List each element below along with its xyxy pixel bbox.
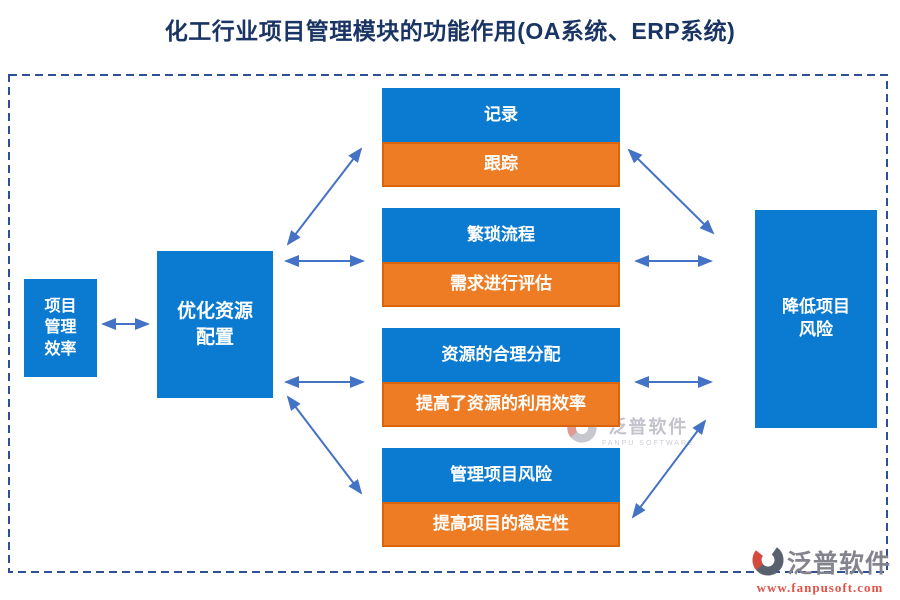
node-label: 优化资源 配置 [176, 300, 253, 348]
node-label: 提高项目的稳定性 [433, 514, 569, 534]
node-manage-project-risk: 管理项目风险 [382, 448, 620, 502]
node-label: 跟踪 [484, 154, 518, 174]
watermark-corner: 泛普软件 www.fanpusoft.com [744, 541, 896, 596]
node-optimize-resource-allocation: 优化资源 配置 [157, 251, 273, 398]
node-reduce-project-risk: 降低项目 风险 [755, 210, 877, 428]
watermark-brand-text: 泛普软件 [786, 549, 891, 578]
node-reasonable-resource-allocation: 资源的合理分配 [382, 328, 620, 382]
node-label: 需求进行评估 [450, 274, 552, 294]
watermark-brand-text: 泛普软件 [608, 416, 689, 437]
node-label: 资源的合理分配 [441, 344, 561, 364]
arrow-hub-to-pair1 [286, 147, 363, 246]
arrow-hub-to-pair4 [286, 395, 363, 495]
node-complex-process: 繁琐流程 [382, 208, 620, 262]
page-title: 化工行业项目管理模块的功能作用(OA系统、ERP系统) [164, 18, 736, 44]
node-tracking: 跟踪 [382, 142, 620, 187]
node-label: 项目 管理 效率 [44, 297, 77, 358]
node-label: 繁琐流程 [467, 224, 535, 244]
node-demand-evaluation: 需求进行评估 [382, 262, 620, 307]
node-project-management-efficiency: 项目 管理 效率 [24, 279, 97, 377]
node-label: 提高了资源的利用效率 [416, 394, 586, 414]
node-improve-project-stability: 提高项目的稳定性 [382, 502, 620, 547]
watermark-url-text: www.fanpusoft.com [756, 580, 884, 595]
node-record: 记录 [382, 88, 620, 142]
node-label: 记录 [484, 104, 518, 124]
node-label: 管理项目风险 [450, 464, 552, 484]
node-label: 降低项目 风险 [782, 297, 850, 339]
watermark-subtitle-text: FANPU SOFTWARE [602, 439, 695, 447]
node-improved-resource-utilization: 提高了资源的利用效率 [382, 382, 620, 427]
fanpu-logo-icon [749, 541, 785, 582]
arrow-pair1-to-right [627, 148, 715, 235]
